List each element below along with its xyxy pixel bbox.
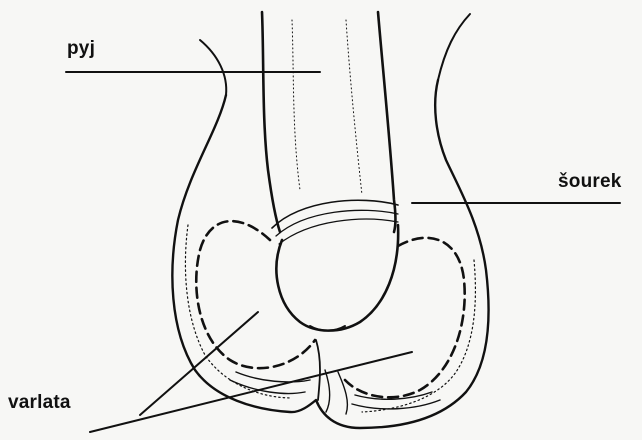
right-testis [345,238,465,397]
left-thigh-contour [200,40,226,95]
left-testis [196,221,315,368]
foreskin-fold-1 [272,200,398,228]
leader-line-varlata-1 [140,312,258,415]
penis-shaft-left [262,12,280,232]
right-thigh-contour [438,14,470,80]
scrotum-shading [185,225,292,398]
label-sourek: šourek [558,172,622,191]
foreskin-fold-2 [276,210,398,236]
label-pyj: pyj [67,39,95,58]
penis-shaft-right [378,12,396,232]
raphe [316,340,320,400]
glans [276,225,398,331]
scrotum-outline [172,80,488,428]
label-varlata: varlata [8,393,71,412]
penis-stipple [292,20,362,195]
